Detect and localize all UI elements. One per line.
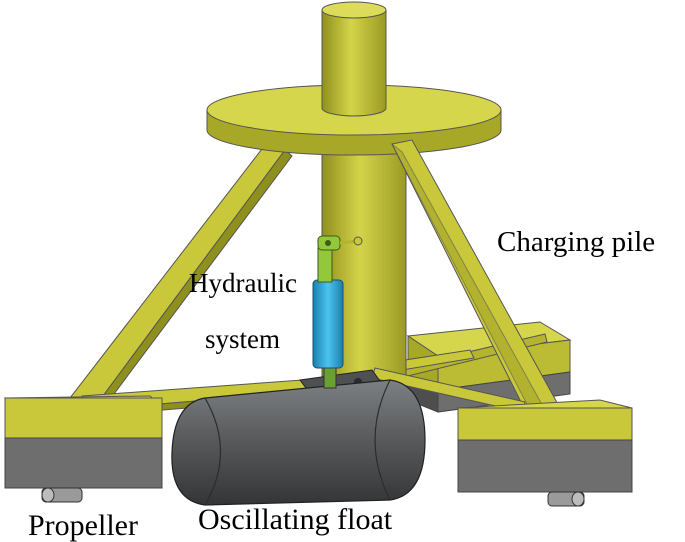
- label-propeller: Propeller: [28, 509, 138, 542]
- base-block-front-left: [3, 395, 164, 489]
- top-pole: [321, 1, 387, 117]
- oscillating-float: [171, 379, 426, 506]
- label-hydraulic-system-line1: Hydraulic: [189, 268, 297, 298]
- label-hydraulic-system-line2: system: [205, 324, 281, 354]
- hydraulic-system: [312, 235, 363, 389]
- propeller-right: [547, 491, 585, 507]
- label-oscillating-float: Oscillating float: [198, 503, 393, 536]
- propeller-left: [41, 487, 83, 503]
- label-charging-pile: Charging pile: [497, 226, 656, 258]
- base-block-front-right: [457, 399, 633, 493]
